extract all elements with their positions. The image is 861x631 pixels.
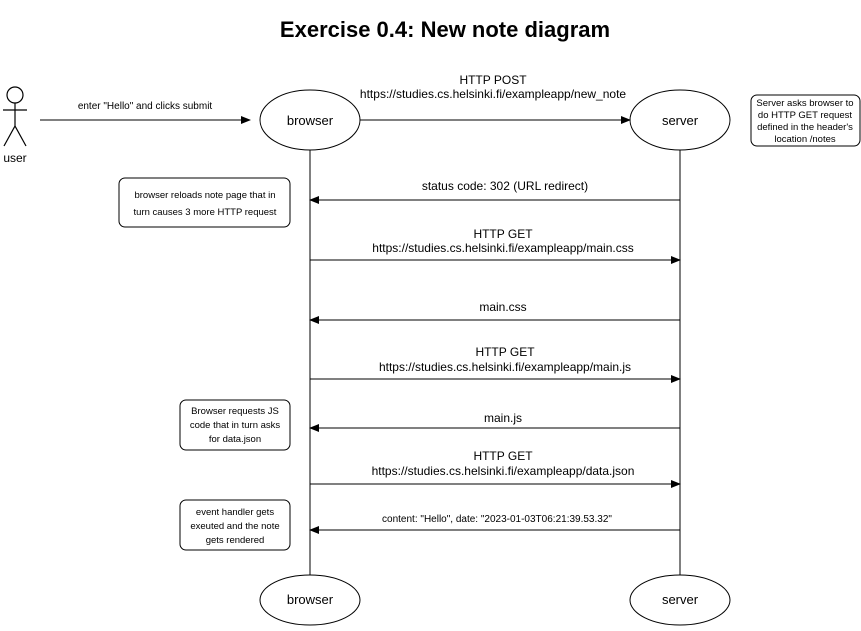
- svg-text:defined in the header's: defined in the header's: [757, 122, 853, 133]
- label-get-css-url: https://studies.cs.helsinki.fi/exampleap…: [372, 241, 633, 255]
- server-node-top: server: [629, 89, 731, 151]
- label-main-js: main.js: [484, 411, 522, 425]
- svg-text:browser: browser: [287, 113, 334, 128]
- svg-text:for data.json: for data.json: [209, 434, 261, 445]
- note-event-handler: event handler gets exeuted and the note …: [179, 499, 291, 551]
- svg-text:browser: browser: [287, 592, 334, 607]
- label-get-json-method: HTTP GET: [473, 449, 533, 463]
- label-enter-hello: enter "Hello" and clicks submit: [78, 101, 213, 112]
- label-main-css: main.css: [479, 300, 526, 314]
- label-status-302: status code: 302 (URL redirect): [422, 179, 588, 193]
- browser-node-top: browser: [259, 89, 361, 151]
- svg-text:server: server: [662, 592, 699, 607]
- note-browser-js: Browser requests JS code that in turn as…: [179, 399, 291, 451]
- browser-node-bottom: browser: [259, 574, 361, 626]
- svg-text:do HTTP GET request: do HTTP GET request: [758, 110, 853, 121]
- label-content: content: "Hello", date: "2023-01-03T06:2…: [382, 514, 612, 525]
- svg-text:Browser requests JS: Browser requests JS: [191, 406, 279, 417]
- label-get-json-url: https://studies.cs.helsinki.fi/exampleap…: [372, 464, 635, 478]
- user-actor-icon: [3, 86, 27, 147]
- user-label: user: [3, 151, 26, 165]
- svg-text:exeuted and the note: exeuted and the note: [190, 521, 279, 532]
- diagram-title: Exercise 0.4: New note diagram: [280, 17, 610, 42]
- note-browser-reload: browser reloads note page that in turn c…: [118, 177, 291, 228]
- svg-text:event handler gets: event handler gets: [196, 507, 274, 518]
- label-http-post-method: HTTP POST: [459, 73, 527, 87]
- label-get-css-method: HTTP GET: [473, 227, 533, 241]
- svg-text:gets rendered: gets rendered: [206, 535, 265, 546]
- svg-text:code that in turn asks: code that in turn asks: [190, 420, 281, 431]
- svg-text:Server asks browser to: Server asks browser to: [756, 98, 853, 109]
- svg-text:server: server: [662, 113, 699, 128]
- label-http-post-url: https://studies.cs.helsinki.fi/exampleap…: [360, 87, 626, 101]
- svg-text:location /notes: location /notes: [774, 134, 836, 145]
- note-server-redirect: Server asks browser to do HTTP GET reque…: [750, 94, 861, 147]
- server-node-bottom: server: [629, 574, 731, 626]
- svg-text:turn causes 3 more HTTP reques: turn causes 3 more HTTP request: [134, 207, 277, 218]
- svg-text:browser reloads note page that: browser reloads note page that in: [134, 190, 275, 201]
- label-get-js-url: https://studies.cs.helsinki.fi/exampleap…: [379, 360, 631, 374]
- label-get-js-method: HTTP GET: [475, 345, 535, 359]
